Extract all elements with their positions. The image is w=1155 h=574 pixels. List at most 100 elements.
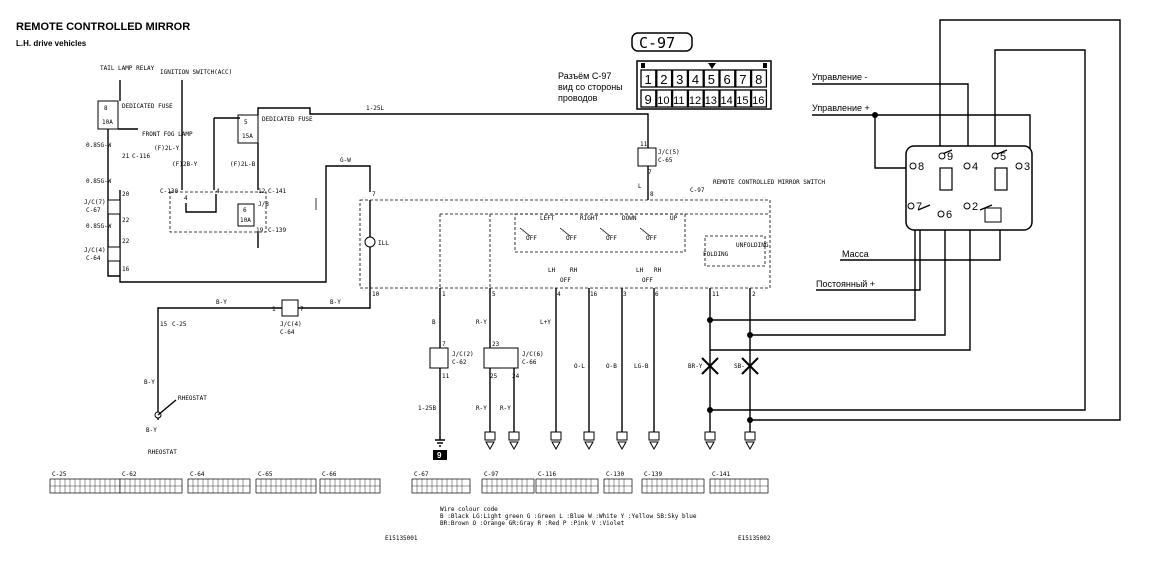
switch-folding: FOLDING xyxy=(703,251,729,258)
terminal-connectors xyxy=(484,431,756,451)
conn-c141: C-141 xyxy=(268,188,286,195)
legend-code: C-65 xyxy=(258,471,273,478)
relay-pin1-box xyxy=(984,207,1002,223)
c97-pin-cell xyxy=(671,69,689,88)
pin-4: 4 xyxy=(184,195,188,202)
c97-pin-number: 1 xyxy=(645,72,652,87)
c97-caption-2: вид со стороны xyxy=(558,82,623,92)
legend-code: C-25 xyxy=(52,471,67,478)
jc6-box xyxy=(483,347,519,369)
ignition-label: IGNITION SWITCH(ACC) xyxy=(160,69,232,76)
wire-ol-label: O-L xyxy=(574,363,585,370)
switch-right: RIGHT xyxy=(580,215,598,222)
switch-matrix xyxy=(514,213,686,253)
wire-constant xyxy=(816,230,921,291)
c97-pin-cell xyxy=(703,89,720,108)
fuse-5-number: 5 xyxy=(244,119,248,126)
relay-contacts xyxy=(917,149,1008,211)
terminal-box xyxy=(616,431,628,441)
wire-l-label: L xyxy=(638,183,642,190)
conn-c116: C-116 xyxy=(132,153,150,160)
wire-085gw-2: 0.85G-W xyxy=(86,178,112,185)
c97-pin-number: 11 xyxy=(673,95,684,107)
pin-7b: 7 xyxy=(648,169,652,176)
fuse-6-number: 6 xyxy=(243,207,247,214)
switch-down: DOWN xyxy=(622,215,637,222)
pin-16c: 16 xyxy=(590,291,598,298)
c97-pin-number: 12 xyxy=(689,95,701,107)
jc7-box xyxy=(107,199,121,215)
wire-b-label: B xyxy=(432,319,436,326)
conn-c97-ref: C-97 xyxy=(690,187,705,194)
switch-up: UP xyxy=(670,215,678,222)
pin-7d: 7 xyxy=(300,306,304,313)
legend-code: C-116 xyxy=(538,471,556,478)
jb-label: J/B xyxy=(258,201,269,208)
c97-pin-number: 6 xyxy=(724,72,731,87)
jc5-label: J/C(5) xyxy=(658,149,680,156)
pin-21: 21 xyxy=(122,153,130,160)
switch-drops xyxy=(439,214,491,288)
pin-7c: 7 xyxy=(442,341,446,348)
jc2-label: J/C(2) xyxy=(452,351,474,358)
c97-label: C-97 xyxy=(639,34,675,52)
jc2-box xyxy=(429,347,449,369)
c97-pin-number: 16 xyxy=(752,95,764,107)
conn-c130: C-130 xyxy=(160,188,178,195)
c97-pin-number: 10 xyxy=(657,95,669,107)
c97-pin-cell xyxy=(656,69,673,88)
pin-7: 7 xyxy=(372,191,376,198)
wire-jb-inner xyxy=(185,194,217,213)
legend-code: C-130 xyxy=(606,471,624,478)
dedicated-fuse-label-2: DEDICATED FUSE xyxy=(262,116,313,123)
pin-6: 6 xyxy=(655,291,659,298)
pin-8: 8 xyxy=(650,191,654,198)
relay-pin-number: 4 xyxy=(972,161,978,173)
relay-pin-number: 8 xyxy=(918,161,924,173)
switch-contacts xyxy=(519,227,651,237)
c97-pin-cell xyxy=(687,89,704,108)
jc6-label: J/C(6) xyxy=(522,351,544,358)
wire-085gw-1: 0.85G-W xyxy=(86,142,112,149)
ill-label: ILL xyxy=(378,240,389,247)
relay-module xyxy=(905,145,1033,231)
terminal-arrow-icon xyxy=(745,441,755,451)
c97-pin-cell xyxy=(750,69,768,88)
wire-gw-label: G-W xyxy=(340,157,351,164)
terminal-box xyxy=(744,431,756,441)
terminal-box xyxy=(508,431,520,441)
c97-pin-cell xyxy=(656,89,673,108)
ground-symbol: 9 xyxy=(433,439,447,460)
fuse-6-amp: 10A xyxy=(240,217,251,224)
wire-ry-3-label: R-Y xyxy=(500,405,511,412)
pin-15: 15 xyxy=(160,321,168,328)
pin-25: 25 xyxy=(490,373,498,380)
rheostat-label-2: RHEOSTAT xyxy=(148,449,177,456)
terminal-arrow-icon xyxy=(649,441,659,451)
wire-ob-label: O-B xyxy=(606,363,617,370)
terminal-box xyxy=(583,431,595,441)
c97-pin-cell xyxy=(703,69,720,88)
terminal-arrow-icon xyxy=(551,441,561,451)
wire-tail-down xyxy=(107,129,120,277)
wire-sb-label: SB- xyxy=(734,363,745,370)
terminal-arrow-icon xyxy=(509,441,519,451)
c97-pin-number: 7 xyxy=(739,72,746,87)
fold-switch xyxy=(704,235,766,267)
footer-right: E15135002 xyxy=(738,535,771,542)
c97-pin-cell xyxy=(687,69,704,88)
legend-title: Wire colour code xyxy=(440,506,498,513)
c97-pin-number: 5 xyxy=(708,72,715,87)
footer-left: E15135001 xyxy=(385,535,418,542)
relay-pin-terminal xyxy=(963,202,971,210)
relay-pin-terminal xyxy=(1015,162,1023,170)
legend-row-2: BR:Brown O :Orange GR:Gray R :Red P :Pin… xyxy=(440,520,625,527)
wire-ry-2-label: R-Y xyxy=(476,405,487,412)
relay-coil-1 xyxy=(939,167,953,191)
pin-20: 20 xyxy=(122,191,130,198)
switch-off-1: OFF xyxy=(526,235,537,242)
legend-code: C-139 xyxy=(644,471,662,478)
switch-lh-1: LH xyxy=(548,267,556,274)
